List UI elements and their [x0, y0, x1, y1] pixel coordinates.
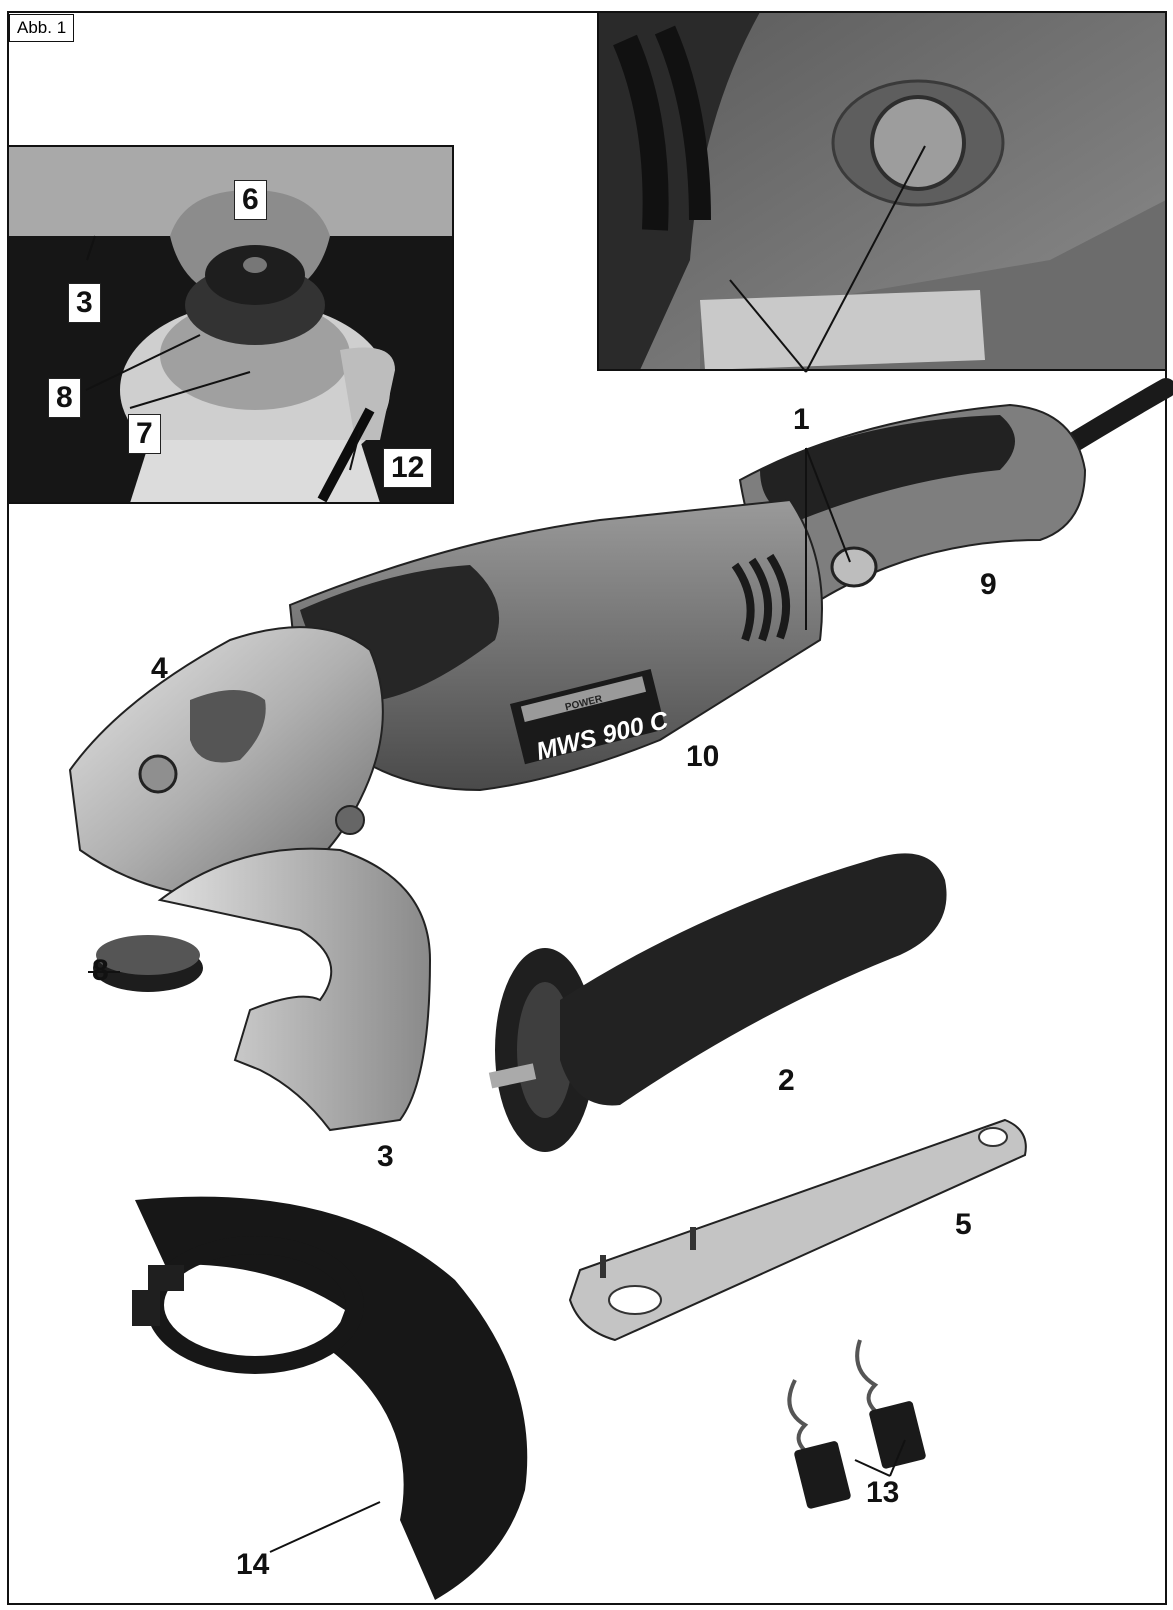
- callout-3-inset: 3: [68, 283, 101, 323]
- callout-3: 3: [377, 1140, 394, 1173]
- callout-5: 5: [955, 1208, 972, 1241]
- callout-13: 13: [866, 1476, 900, 1509]
- flange-wrench-illustration: [568, 1118, 1027, 1342]
- carbon-brushes-illustration: [787, 1339, 926, 1509]
- figure-tag: Abb. 1: [9, 14, 75, 42]
- callout-10: 10: [686, 740, 720, 773]
- callout-14: 14: [236, 1548, 270, 1581]
- inset-spindle-photo: [7, 145, 454, 504]
- callout-8-inset: 8: [48, 378, 81, 418]
- callout-1: 1: [793, 403, 810, 436]
- callout-6: 6: [234, 180, 267, 220]
- auxiliary-handle-illustration: [488, 853, 947, 1152]
- angle-grinder-illustration: [68, 378, 1173, 1132]
- callout-2: 2: [778, 1064, 795, 1097]
- callout-8: 8: [92, 954, 109, 987]
- callout-12: 12: [383, 448, 433, 488]
- callout-7: 7: [128, 414, 161, 454]
- leader-lines: [85, 145, 926, 1553]
- callout-4: 4: [151, 652, 168, 685]
- inset-lock-button-photo: [597, 11, 1167, 371]
- callout-9: 9: [980, 568, 997, 601]
- page-border: [7, 11, 1167, 1605]
- cutting-guard-illustration: [132, 1196, 528, 1600]
